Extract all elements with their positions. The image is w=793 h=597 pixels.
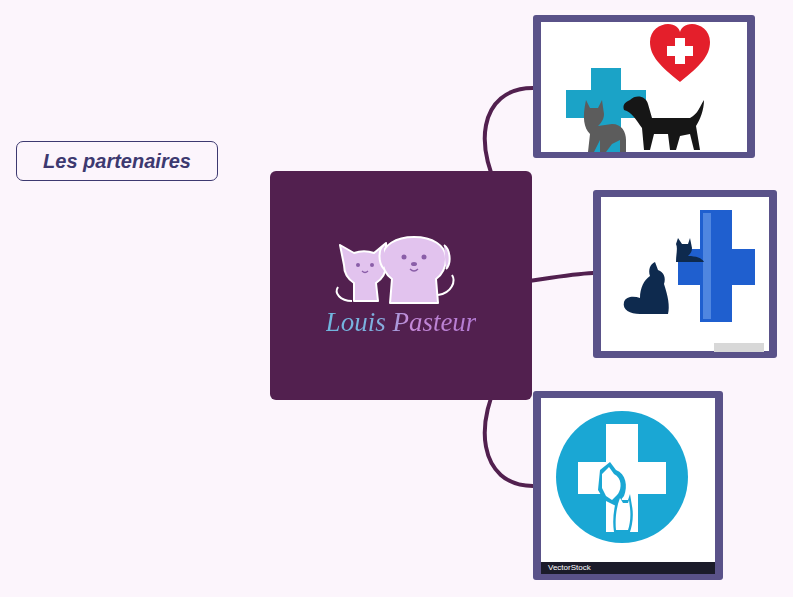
brand-name: Louis Pasteur xyxy=(270,307,532,338)
topic-box: Les partenaires xyxy=(16,141,218,181)
watermark: VectorStock xyxy=(548,563,591,572)
partner-image-2 xyxy=(593,190,777,358)
topic-label: Les partenaires xyxy=(43,150,191,173)
partner-image-1 xyxy=(533,15,755,158)
partner-image-3 xyxy=(533,391,723,580)
central-node: Louis Pasteur xyxy=(270,171,532,400)
